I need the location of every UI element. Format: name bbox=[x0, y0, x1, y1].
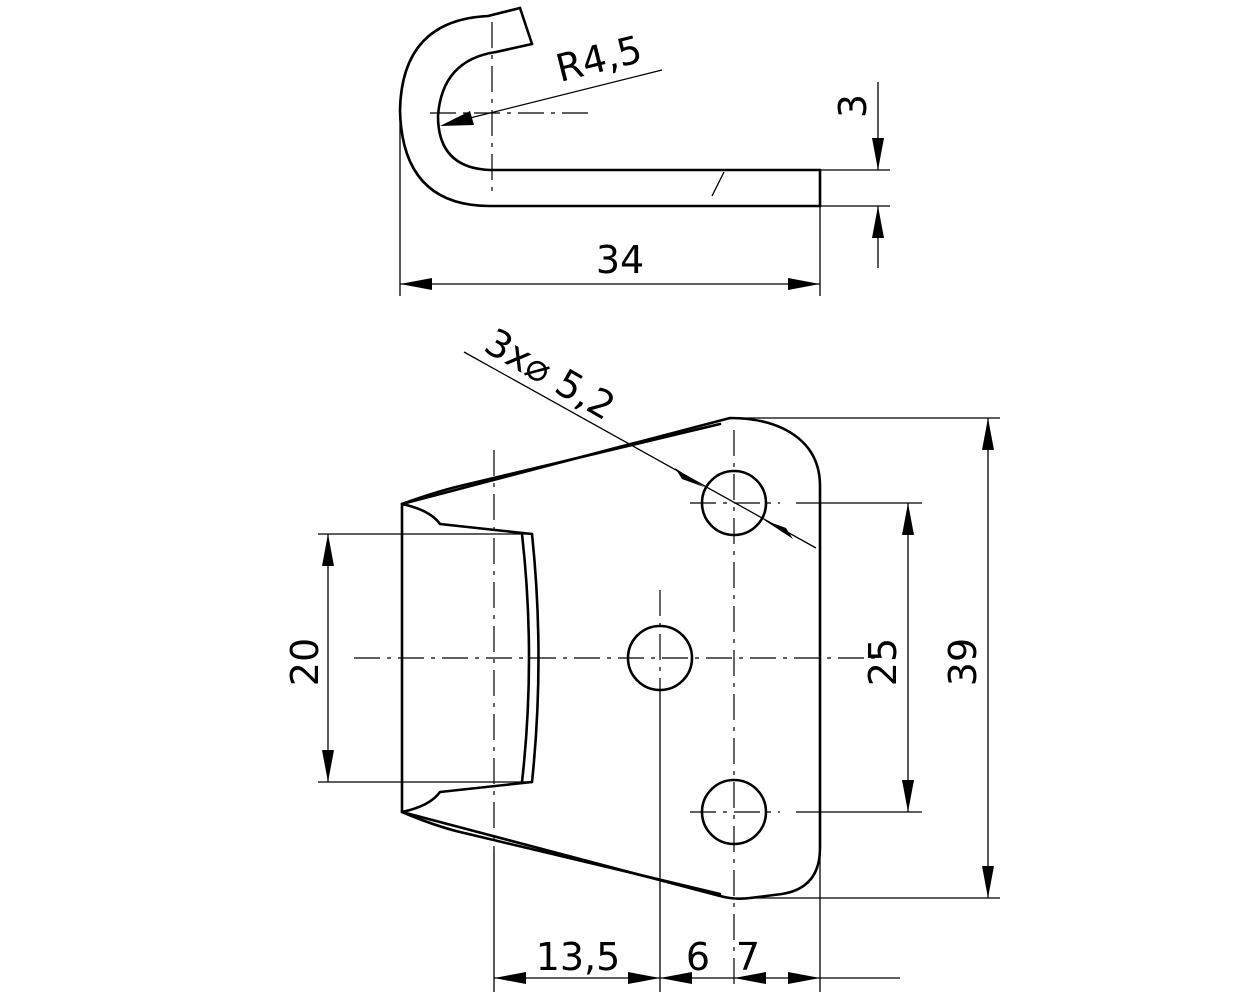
thickness-arrow-bottom bbox=[872, 206, 884, 238]
slot-arrow-bottom bbox=[322, 750, 334, 782]
thickness-arrow-top bbox=[872, 138, 884, 170]
slot-arrow-top bbox=[322, 534, 334, 566]
radius-leader bbox=[445, 69, 663, 125]
hook-slot-upper bbox=[400, 502, 534, 536]
dist-left-label: 13,5 bbox=[536, 935, 621, 979]
radius-label: R4,5 bbox=[552, 27, 647, 91]
hole-callout-label: 3x⌀ 5,2 bbox=[478, 320, 623, 429]
hole-leader bbox=[463, 351, 817, 549]
dist-arrow-hole bbox=[734, 972, 766, 984]
hole-spacing-arrow-bottom bbox=[902, 780, 914, 812]
dist-arrow-mid-left bbox=[628, 972, 660, 984]
length-arrow-right bbox=[788, 278, 820, 290]
radius-arrow bbox=[440, 111, 474, 126]
hook-edge-lower bbox=[400, 810, 722, 896]
dist-arrow-right bbox=[788, 972, 820, 984]
hole-arrow-upper bbox=[675, 468, 704, 487]
hole-spacing-label: 25 bbox=[861, 638, 905, 686]
section-break-mark bbox=[711, 171, 725, 197]
length-arrow-left bbox=[400, 278, 432, 290]
thickness-label: 3 bbox=[831, 94, 875, 118]
slot-width-label: 20 bbox=[283, 638, 327, 686]
height-arrow-bottom bbox=[982, 866, 994, 898]
dist-mid-label: 6 bbox=[686, 935, 710, 979]
hole-arrow-lower bbox=[764, 520, 793, 539]
dist-arrow-mid-right bbox=[660, 972, 692, 984]
hook-tip-end bbox=[518, 6, 534, 46]
hook-profile-inner bbox=[436, 42, 822, 172]
dist-right-label: 7 bbox=[736, 935, 760, 979]
hook-slot-face-inner bbox=[520, 532, 531, 784]
top-view: 3x⌀ 5,2 20 25 39 13,5 6 7 bbox=[283, 320, 1000, 992]
dist-arrow-left bbox=[494, 972, 526, 984]
hook-profile-outer bbox=[398, 6, 822, 208]
side-view: R4,5 3 34 bbox=[398, 6, 890, 296]
hole-spacing-arrow-top bbox=[902, 503, 914, 535]
height-arrow-top bbox=[982, 418, 994, 450]
length-label: 34 bbox=[596, 238, 644, 282]
height-label: 39 bbox=[941, 638, 985, 686]
hook-edge-upper bbox=[400, 422, 722, 506]
hook-slot-lower bbox=[400, 780, 534, 814]
